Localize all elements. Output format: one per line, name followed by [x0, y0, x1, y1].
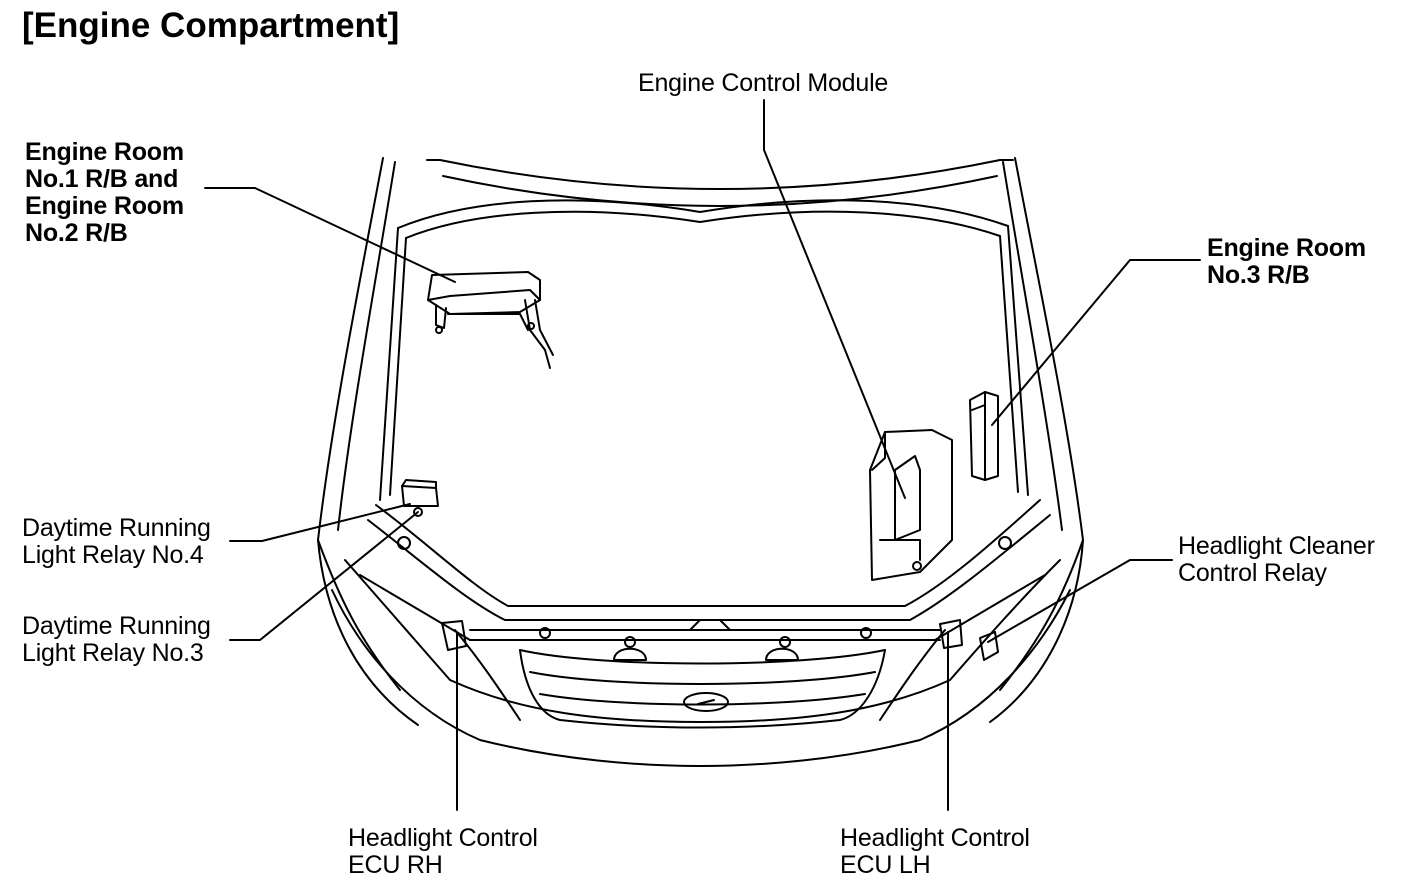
label-engine-control-module: Engine Control Module	[638, 70, 888, 97]
label-line: Daytime Running	[22, 514, 211, 542]
engine-bay-outline	[367, 199, 1051, 621]
label-line: Engine Room	[25, 192, 184, 220]
label-line: Headlight Control	[840, 824, 1030, 852]
label-line: Light Relay No.3	[22, 639, 204, 667]
label-line: ECU RH	[348, 851, 443, 879]
leader-drl-no3	[229, 511, 419, 641]
engine-control-module	[869, 429, 953, 581]
label-line: Headlight Cleaner	[1178, 532, 1375, 560]
headlight-ecu-rh	[441, 620, 467, 651]
label-line: No.1 R/B and	[25, 165, 179, 193]
page-title: [Engine Compartment]	[22, 6, 400, 45]
label-headlight-ecu-rh: Headlight Control ECU RH	[348, 825, 538, 879]
label-line: Engine Room	[25, 138, 184, 166]
label-headlight-ecu-lh: Headlight Control ECU LH	[840, 825, 1030, 879]
radiator-support	[397, 536, 1012, 661]
label-headlight-cleaner-relay: Headlight Cleaner Control Relay	[1178, 533, 1375, 587]
headlight-ecu-lh	[939, 619, 963, 649]
relay-block-no1-no2	[427, 271, 554, 369]
leader-drl-no4	[229, 503, 411, 542]
label-line: Daytime Running	[22, 612, 211, 640]
drl-relay-no3	[413, 507, 423, 517]
relay-block-no3	[969, 391, 999, 481]
label-line: ECU LH	[840, 851, 931, 879]
leader-ecm	[763, 99, 906, 499]
label-line: Control Relay	[1178, 559, 1327, 587]
leader-rb-no1-no2	[204, 187, 456, 283]
label-line: Engine Control Module	[638, 69, 889, 97]
label-line: Light Relay No.4	[22, 541, 204, 569]
front-bumper	[331, 559, 1071, 767]
label-drl-relay-no4: Daytime Running Light Relay No.4	[22, 515, 211, 569]
label-line: No.3 R/B	[1207, 261, 1310, 289]
leader-lines	[204, 99, 1201, 811]
hood	[426, 159, 1014, 207]
front-grille	[519, 649, 886, 729]
label-line: No.2 R/B	[25, 219, 128, 247]
leader-rb-no3	[991, 259, 1201, 426]
label-drl-relay-no3: Daytime Running Light Relay No.3	[22, 613, 211, 667]
label-line: Engine Room	[1207, 234, 1366, 262]
label-engine-room-no1-no2-rb: Engine Room No.1 R/B and Engine Room No.…	[25, 139, 184, 247]
label-line: Headlight Control	[348, 824, 538, 852]
leader-cleaner-relay	[987, 559, 1173, 643]
drl-relay-no4	[401, 479, 439, 507]
headlight-cleaner-relay	[979, 631, 999, 661]
label-engine-room-no3-rb: Engine Room No.3 R/B	[1207, 235, 1366, 289]
